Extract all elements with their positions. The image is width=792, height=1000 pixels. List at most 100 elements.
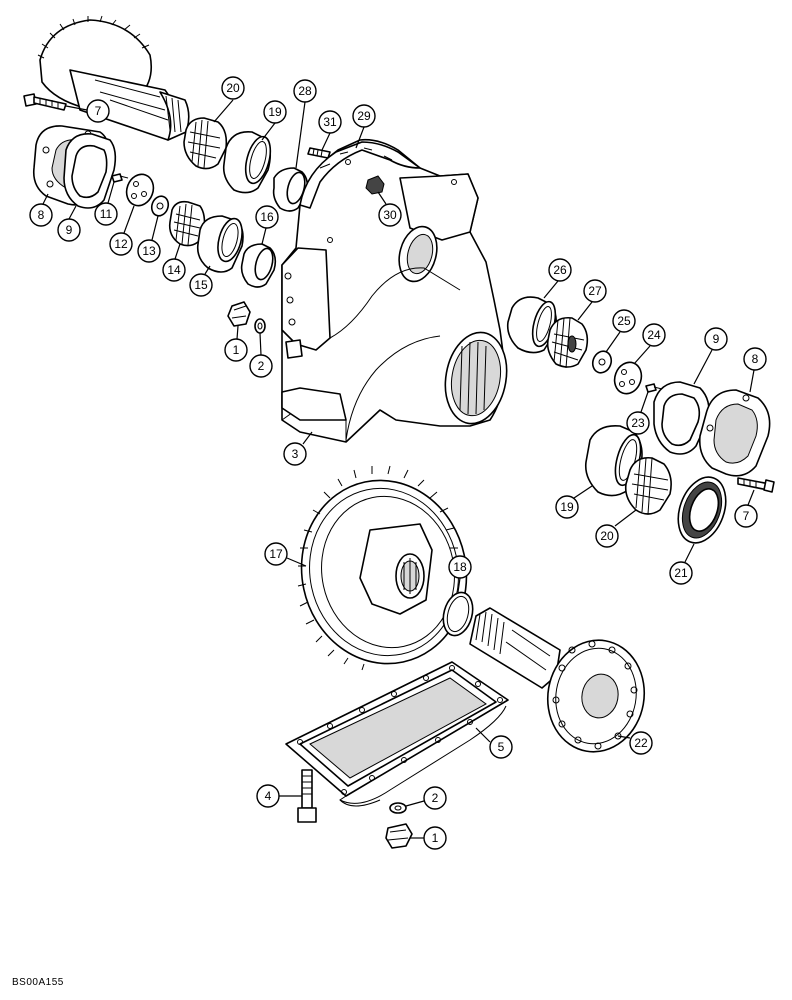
callout-2-lower: 2 (405, 786, 447, 810)
callout-29: 29 (352, 104, 376, 149)
plug-1-upper (227, 301, 251, 327)
svg-text:5: 5 (498, 740, 505, 754)
svg-text:17: 17 (269, 547, 283, 561)
svg-text:3: 3 (292, 447, 299, 461)
callout-20-right: 20 (595, 509, 637, 548)
bull-gear-17 (297, 465, 468, 671)
svg-text:15: 15 (194, 278, 208, 292)
callout-4: 4 (256, 784, 302, 808)
svg-text:14: 14 (167, 263, 181, 277)
callout-8-right: 8 (743, 347, 767, 393)
callout-24: 24 (633, 323, 666, 365)
svg-text:26: 26 (553, 263, 567, 277)
callout-16: 16 (255, 205, 279, 245)
callout-26: 26 (543, 258, 572, 299)
washer-2-lower (389, 802, 407, 814)
svg-text:9: 9 (713, 332, 720, 346)
plug-1-lower (385, 823, 413, 849)
bearing-cone-20-right (624, 456, 672, 515)
callout-7-right: 7 (734, 489, 758, 528)
callout-21: 21 (669, 543, 695, 585)
drawing-code: BS00A155 (12, 977, 64, 988)
svg-text:19: 19 (560, 500, 574, 514)
gasket-upper-left (63, 133, 117, 209)
callout-2-upper: 2 (249, 332, 273, 378)
svg-text:18: 18 (453, 560, 467, 574)
svg-text:25: 25 (617, 314, 631, 328)
callout-19-upper: 19 (261, 100, 287, 141)
callout-30: 30 (377, 191, 402, 227)
callout-1-upper: 1 (224, 325, 248, 362)
seal-21 (677, 476, 727, 544)
callout-22: 22 (617, 731, 653, 755)
svg-text:1: 1 (432, 831, 439, 845)
callout-7-upper: 7 (65, 99, 110, 123)
svg-text:7: 7 (95, 104, 102, 118)
callout-15: 15 (189, 265, 213, 297)
gasket-9-right (653, 381, 710, 455)
o-ring-18 (442, 591, 474, 637)
stud-31 (307, 147, 331, 159)
shim-13 (150, 195, 170, 217)
callout-9-upper: 9 (57, 205, 81, 242)
svg-text:24: 24 (647, 328, 661, 342)
bearing-cone-14 (168, 200, 206, 247)
axle-shaft-22 (469, 607, 646, 753)
small-bolt-23 (645, 383, 663, 393)
svg-text:28: 28 (298, 84, 312, 98)
svg-text:2: 2 (258, 359, 265, 373)
svg-text:27: 27 (588, 284, 602, 298)
oil-pan-5 (285, 661, 509, 807)
svg-text:8: 8 (752, 352, 759, 366)
callout-14: 14 (162, 243, 186, 282)
callout-19-right: 19 (555, 485, 593, 519)
callout-8-upper: 8 (29, 193, 53, 227)
callout-9-right: 9 (693, 327, 728, 385)
svg-text:29: 29 (357, 109, 371, 123)
callout-20-upper: 20 (213, 76, 245, 123)
callout-11: 11 (94, 181, 118, 226)
bearing-cup-19-upper (222, 131, 272, 194)
callouts: 20 19 28 29 31 30 7 (29, 76, 767, 850)
bolt-7-right (737, 477, 775, 493)
callout-23: 23 (626, 391, 650, 435)
svg-text:12: 12 (114, 237, 128, 251)
svg-text:19: 19 (268, 105, 282, 119)
seal-16 (240, 243, 277, 288)
retainer-plate-12 (125, 173, 155, 207)
washer-2-upper (254, 318, 266, 334)
svg-text:7: 7 (743, 509, 750, 523)
svg-text:16: 16 (260, 210, 274, 224)
callout-28: 28 (293, 79, 317, 169)
svg-text:1: 1 (233, 343, 240, 357)
bearing-cup-15 (196, 215, 244, 273)
svg-text:20: 20 (226, 81, 240, 95)
bolt-4 (297, 769, 317, 823)
callout-31: 31 (318, 110, 342, 151)
svg-text:11: 11 (100, 207, 113, 221)
svg-text:13: 13 (142, 244, 156, 258)
callout-1-lower: 1 (410, 826, 447, 850)
svg-text:23: 23 (631, 416, 645, 430)
callout-18: 18 (448, 555, 472, 593)
svg-text:30: 30 (383, 208, 397, 222)
shim-25 (591, 350, 613, 374)
svg-text:2: 2 (432, 791, 439, 805)
callout-12: 12 (109, 205, 135, 256)
callout-25: 25 (605, 309, 636, 353)
bearing-cone-20-upper (183, 117, 228, 170)
callout-5: 5 (475, 727, 513, 759)
bearing-cone-27 (546, 316, 589, 369)
svg-text:31: 31 (323, 115, 337, 129)
upper-axle-shaft (37, 15, 190, 141)
small-bolt-11 (111, 173, 129, 183)
callout-13: 13 (137, 215, 161, 263)
svg-text:22: 22 (634, 736, 648, 750)
callout-27: 27 (577, 279, 607, 321)
svg-text:4: 4 (265, 789, 272, 803)
cover-8-right (698, 389, 771, 477)
callout-17: 17 (264, 542, 307, 567)
svg-text:8: 8 (38, 208, 45, 222)
svg-text:21: 21 (674, 566, 688, 580)
